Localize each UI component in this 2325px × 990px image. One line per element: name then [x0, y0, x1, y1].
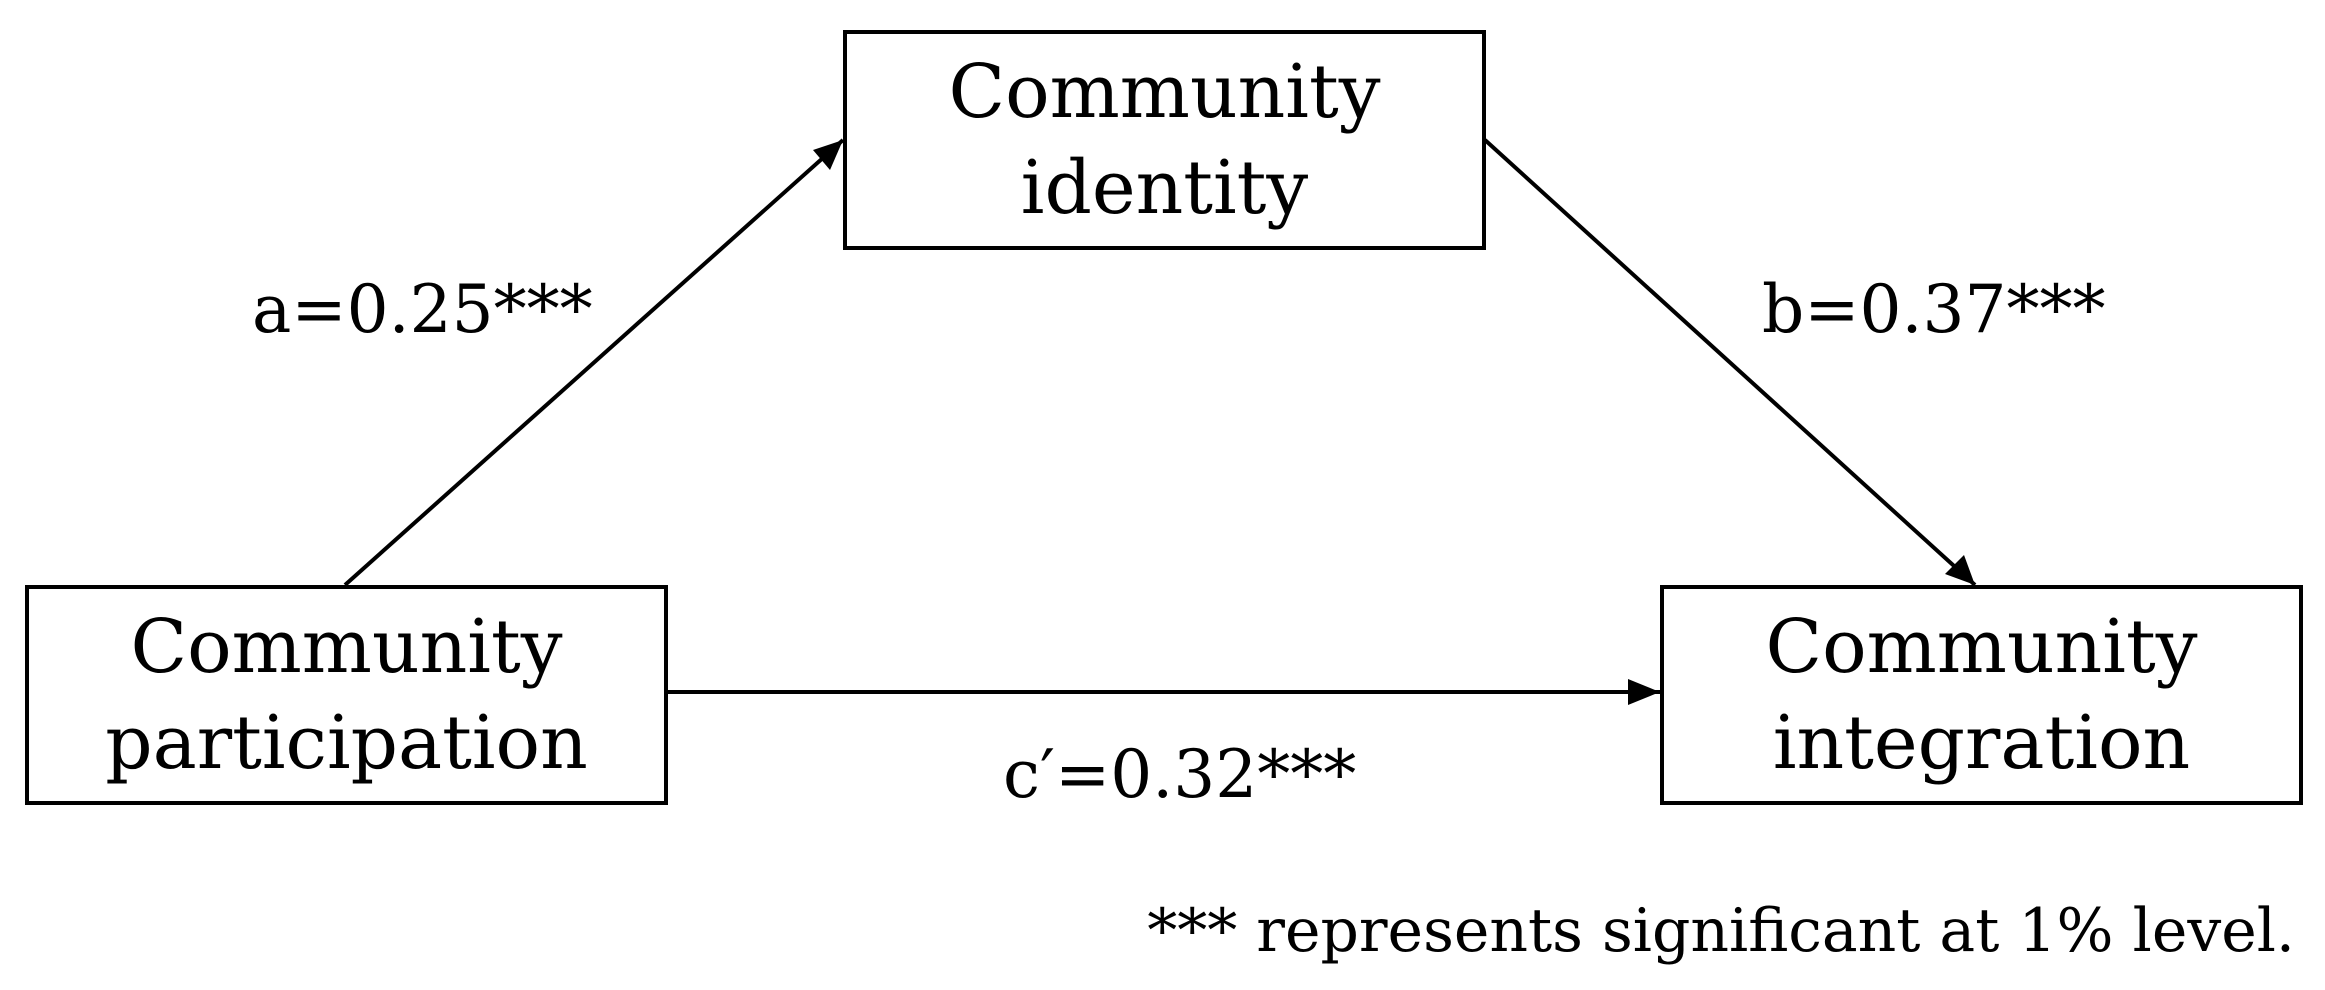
label-path-a: a=0.25***: [252, 271, 593, 348]
node-community-participation-line1: Community: [130, 604, 563, 690]
label-path-b: b=0.37***: [1762, 271, 2106, 348]
arrowhead-c-prime: [1628, 679, 1660, 705]
arrowhead-b: [1945, 555, 1975, 585]
arrow-a: [343, 138, 845, 587]
node-community-integration-line1: Community: [1765, 604, 2198, 690]
arrowhead-a: [813, 140, 843, 170]
node-community-participation: Community participation: [25, 585, 668, 805]
node-community-identity-line2: identity: [1020, 145, 1309, 231]
label-path-c-prime: c′=0.32***: [1003, 736, 1357, 813]
significance-footnote: *** represents significant at 1% level.: [1147, 896, 2295, 966]
node-community-identity: Community identity: [843, 30, 1486, 250]
node-community-integration: Community integration: [1660, 585, 2303, 805]
node-community-participation-line2: participation: [105, 700, 588, 786]
arrow-b: [1483, 138, 1977, 587]
node-community-integration-line2: integration: [1772, 700, 2191, 786]
node-community-identity-line1: Community: [948, 49, 1381, 135]
